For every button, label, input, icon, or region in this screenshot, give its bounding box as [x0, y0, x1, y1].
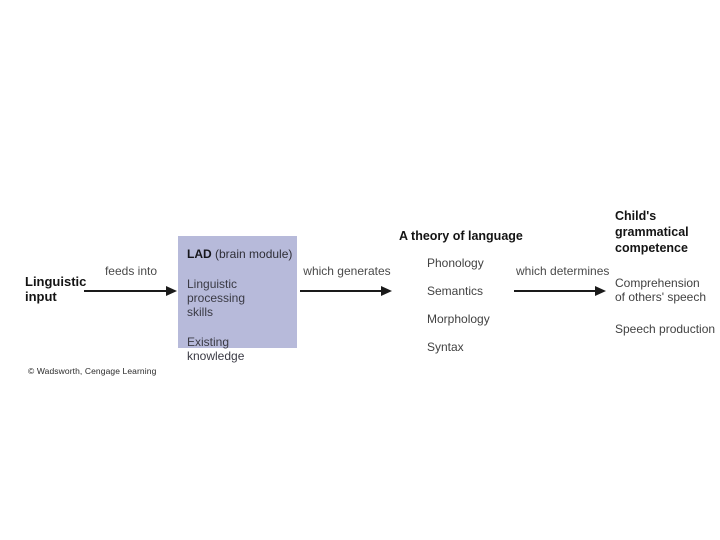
theory-item-phonology: Phonology	[427, 256, 484, 270]
competence-item-speech-production: Speech production	[615, 322, 716, 336]
competence-heading-line: Child's	[615, 209, 657, 223]
which-determines-label: which determines	[516, 264, 610, 278]
competence-item-line: Comprehension	[615, 276, 700, 290]
lad-title-bold: LAD	[187, 247, 212, 261]
which-generates-label: which generates	[303, 264, 391, 278]
feeds-into-arrow	[84, 286, 177, 296]
competence-heading-line: grammatical	[615, 225, 689, 239]
competence-item-line: of others' speech	[615, 290, 707, 304]
which-generates-arrow	[300, 286, 392, 296]
linguistic-input-line2: input	[25, 289, 57, 304]
lad-item-line: Existing knowledge	[187, 335, 245, 363]
lad-title: LAD (brain module)	[187, 247, 292, 261]
competence-item-comprehension: Comprehension of others' speech	[615, 276, 706, 304]
theory-item-syntax: Syntax	[427, 340, 464, 354]
lad-item-processing-skills: Linguistic processing skills	[187, 277, 289, 319]
lad-title-rest: (brain module)	[211, 247, 293, 261]
competence-heading: Child's grammatical competence	[615, 208, 689, 256]
lad-item-line: skills	[187, 305, 213, 319]
theory-item-morphology: Morphology	[427, 312, 490, 326]
which-determines-arrow	[514, 286, 606, 296]
competence-heading-line: competence	[615, 241, 688, 255]
lad-item-existing-knowledge: Existing knowledge	[187, 335, 289, 363]
lad-box: LAD (brain module) Linguistic processing…	[178, 236, 297, 363]
feeds-into-label: feeds into	[104, 264, 158, 278]
linguistic-input-node: Linguistic input	[25, 274, 86, 304]
lad-item-line: Linguistic processing	[187, 277, 246, 305]
linguistic-input-line1: Linguistic	[25, 274, 87, 289]
theory-item-semantics: Semantics	[427, 284, 484, 298]
theory-heading: A theory of language	[399, 229, 523, 243]
copyright-credit: © Wadsworth, Cengage Learning	[28, 366, 157, 376]
